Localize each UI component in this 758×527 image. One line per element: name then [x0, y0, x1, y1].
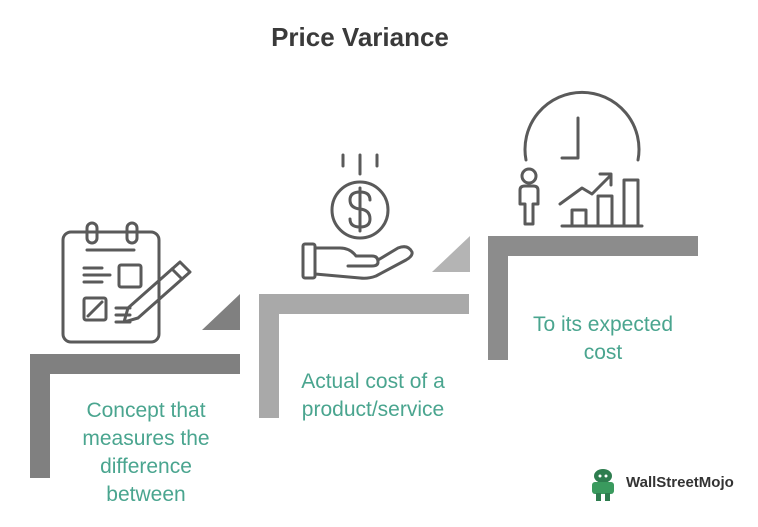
step-2-text: Actual cost of a product/service	[301, 370, 445, 421]
hand-dollar-coin-icon	[301, 153, 414, 280]
diagram-title: Price Variance	[271, 22, 449, 52]
step-1-arrow-corner	[202, 294, 240, 330]
logo-text: WallStreetMojo	[626, 474, 734, 491]
step-1-riser	[30, 354, 50, 478]
step-3-text: To its expected cost	[532, 313, 674, 364]
step-3-platform	[488, 236, 698, 256]
clock-person-growth-chart-icon	[518, 90, 644, 228]
mojo-mascot-icon	[592, 469, 614, 501]
step-1-platform	[30, 354, 240, 374]
wallstreetmojo-logo: WallStreetMojo	[586, 466, 756, 502]
step-2-arrow-corner	[432, 236, 470, 272]
step-1-text: Concept that measures the difference bet…	[82, 399, 210, 506]
step-2-riser	[259, 294, 279, 418]
checklist-pencil-icon	[61, 221, 192, 344]
step-2-platform	[259, 294, 469, 314]
step-3-riser	[488, 236, 508, 360]
